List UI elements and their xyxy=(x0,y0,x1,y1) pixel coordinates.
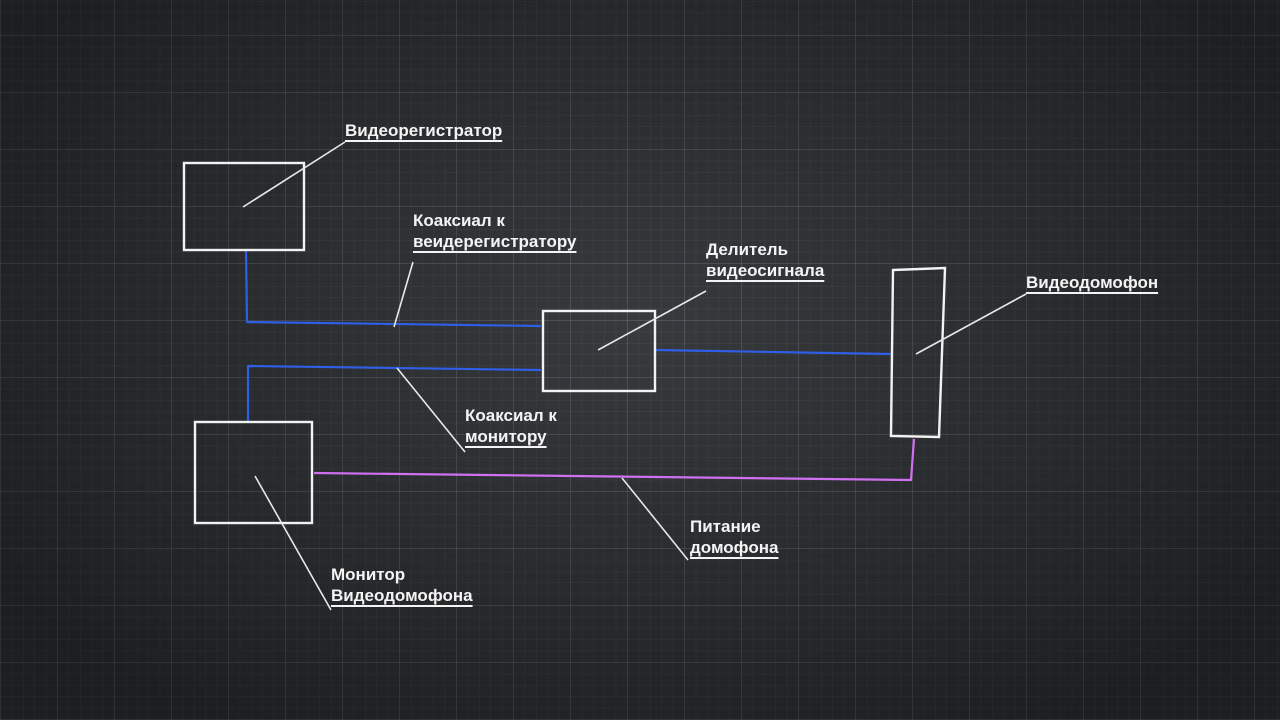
recorder-box xyxy=(182,161,306,252)
power-leader xyxy=(621,477,689,561)
splitter-leader xyxy=(597,290,707,351)
coax-recorder-label-line2: веидерегистратору xyxy=(413,232,577,251)
coax-line-to-monitor xyxy=(246,364,542,422)
splitter-label-line2: видеосигнала xyxy=(706,261,825,280)
coax-recorder-label-line1: Коаксиал к xyxy=(413,211,505,230)
power-label-line2: домофона xyxy=(690,538,779,557)
coax-recorder-leader xyxy=(393,261,414,328)
intercom-leader xyxy=(915,293,1027,355)
monitor-leader xyxy=(254,475,332,611)
coax-monitor-label: Коаксиал к монитору xyxy=(465,405,557,447)
recorder-label-line1: Видеорегистратор xyxy=(345,121,503,140)
intercom-label-line1: Видеодомофон xyxy=(1026,273,1159,292)
power-label-line1: Питание xyxy=(690,517,761,536)
recorder-label: Видеорегистратор xyxy=(345,120,502,141)
splitter-box xyxy=(541,309,657,393)
coax-monitor-label-line2: монитору xyxy=(465,427,547,446)
monitor-label: Монитор Видеодомофона xyxy=(331,564,473,606)
intercom-box xyxy=(889,266,947,439)
coax-monitor-label-line1: Коаксиал к xyxy=(465,406,557,425)
intercom-label: Видеодомофон xyxy=(1026,272,1158,293)
video-line-splitter-to-intercom xyxy=(654,348,893,356)
monitor-label-line1: Монитор xyxy=(331,565,406,584)
power-label: Питание домофона xyxy=(690,516,778,558)
power-line xyxy=(313,438,916,482)
monitor-box xyxy=(193,420,314,525)
coax-monitor-leader xyxy=(396,367,466,453)
splitter-label-line1: Делитель xyxy=(706,240,789,259)
coax-recorder-label: Коаксиал к веидерегистратору xyxy=(413,210,576,252)
recorder-leader xyxy=(242,141,346,208)
coax-line-to-recorder xyxy=(244,249,542,328)
splitter-label: Делитель видеосигнала xyxy=(706,239,824,281)
monitor-label-line2: Видеодомофона xyxy=(331,586,473,605)
